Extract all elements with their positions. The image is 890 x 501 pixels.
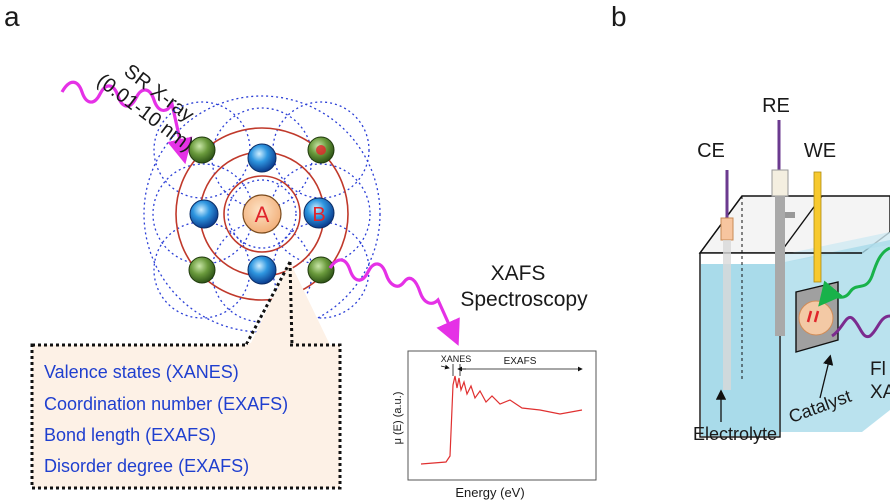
fluorescence-label-line2: XA [870,382,890,403]
callout-pointer [250,262,330,345]
incoming-xray-wave [60,80,193,165]
spectrum-ylabel: μ (E) (a.u.) [392,392,404,445]
outgoing-purple-wave [831,314,890,339]
catalyst-window [795,281,839,353]
info-item: Valence states (XANES) [44,362,239,382]
ce-label: CE [697,140,725,162]
info-box [30,343,342,490]
info-item: Coordination number (EXAFS) [44,394,288,414]
green-atoms [188,136,335,284]
panel-b-letter: b [611,1,627,32]
incoming-green-xray [818,246,890,307]
counter-electrode: CE [697,140,734,390]
electrolyte-front [701,264,779,436]
spectrum-frame [407,350,597,481]
re-label: RE [762,95,790,117]
center-atom: A [242,194,282,234]
we-label: WE [804,140,836,162]
info-list: Valence states (XANES) Coordination numb… [44,362,288,476]
exafs-region-label: EXAFS [504,356,537,367]
xafs-spectrum-inset: μ (E) (a.u.) Energy (eV) XANES EXAFS [392,350,597,500]
info-item: Disorder degree (EXAFS) [44,456,249,476]
panel-a: a SR X-ray (0.01-10 nm) [4,1,597,500]
outgoing-xray-wave [328,258,460,346]
atom-b-label: B [312,204,325,226]
atom-a-label: A [255,202,270,227]
callout-pointer-right [288,261,294,346]
catalyst-pointer [819,354,834,399]
callout-pointer-left [244,261,292,346]
technique-line2: Spectroscopy [460,288,588,311]
technique-line1: XAFS [491,262,546,285]
blue-atoms: B [189,143,335,285]
electrolyte-label: Electrolyte [693,424,777,444]
panel-a-letter: a [4,1,20,32]
xanes-region-label: XANES [441,354,472,364]
panel-b: b CE RE WE [611,1,890,444]
spectrum-xlabel: Energy (eV) [455,485,524,500]
reference-electrode: RE [762,95,795,336]
info-item: Bond length (EXAFS) [44,425,216,445]
working-electrode: WE [804,140,836,283]
fluorescence-label-line1: Fl [870,359,886,380]
atomic-cluster: A B [143,95,381,333]
spectrum-curve [420,375,583,465]
